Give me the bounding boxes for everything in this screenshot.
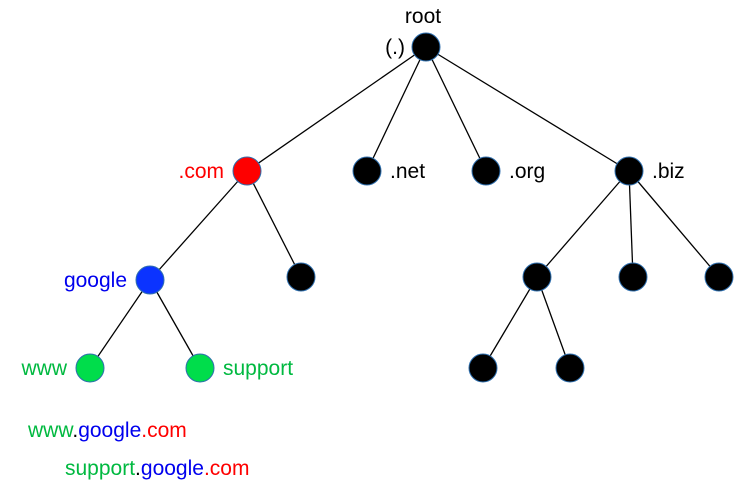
tree-node-label-com: .com [178,160,224,183]
fqdn-segment-www-google-com-1: . [72,419,79,442]
fqdn-example-www-google-com: www.google.com [28,419,187,443]
tree-node-label-org: .org [509,160,545,183]
fqdn-segment-support-google-com-3: .com [203,457,250,480]
fqdn-segment-support-google-com-1: . [135,457,141,480]
tree-node-label-www: www [21,357,68,380]
tree-node-sublabel-root: (.) [385,36,405,59]
tree-node-www [75,353,105,383]
tree-node-comchild [286,262,316,292]
tree-edge-com-comchild [246,170,302,278]
tree-edge-biz-bizc2 [628,170,634,278]
tree-node-google [135,265,165,295]
tree-edge-com-google [149,170,248,281]
tree-edge-root-biz [425,46,630,172]
tree-edge-biz-bizc3 [628,170,720,278]
tree-node-support [185,353,215,383]
fqdn-segment-www-google-com-2: google [78,419,142,442]
tree-node-label-net: .net [390,160,425,183]
tree-edge-root-org [425,46,487,172]
fqdn-example-support-google-com: support.google.com [65,457,249,481]
tree-node-label-root: root [405,5,441,28]
tree-node-bizc1 [522,262,552,292]
tree-node-com [232,156,262,186]
tree-edge-biz-bizc1 [536,170,630,278]
tree-node-label-biz: .biz [652,160,685,183]
fqdn-segment-www-google-com-0: www [28,419,73,442]
tree-edge-root-com [246,46,427,172]
tree-edge-google-support [149,279,201,369]
tree-node-biz [614,156,644,186]
tree-node-label-support: support [223,357,293,380]
tree-node-bizc2 [618,262,648,292]
tree-edge-root-net [366,46,427,172]
tree-node-org [471,156,501,186]
tree-node-bizg2 [555,353,585,383]
tree-edge-bizc1-bizg2 [536,276,571,369]
fqdn-segment-support-google-com-0: support [65,457,136,480]
tree-node-bizg1 [468,353,498,383]
tree-node-label-google: google [64,269,127,292]
fqdn-segment-support-google-com-2: google [140,457,204,480]
fqdn-segment-www-google-com-3: .com [141,419,187,442]
tree-edge-google-www [89,279,151,369]
tree-node-root [411,32,441,62]
tree-node-net [352,156,382,186]
tree-edge-bizc1-bizg1 [482,276,538,369]
tree-node-bizc3 [704,262,734,292]
